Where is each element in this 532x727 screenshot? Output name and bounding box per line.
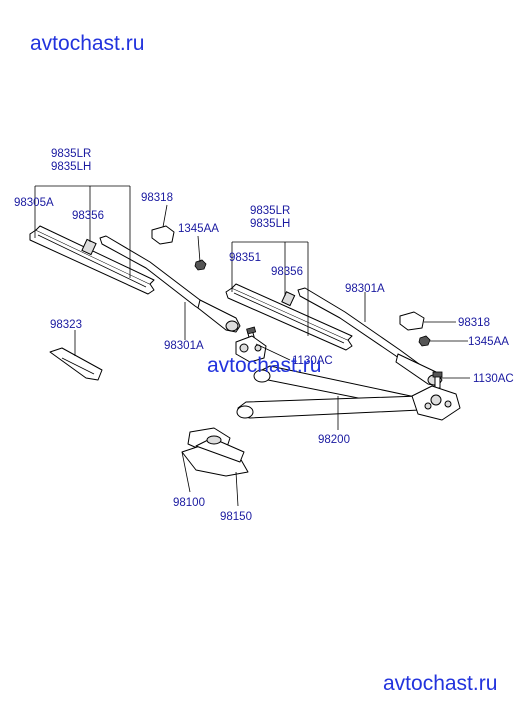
- label-1130ac-left: 1130AC: [292, 355, 333, 367]
- label-98351: 98351: [229, 252, 261, 264]
- label-98318-right: 98318: [458, 317, 490, 329]
- left-wiper-blade: [29, 225, 155, 295]
- label-98301a-left: 98301A: [164, 340, 204, 352]
- watermark-top: avtochast.ru: [30, 32, 145, 55]
- label-98356-left: 98356: [72, 210, 104, 222]
- arm-cap-right: [399, 311, 425, 331]
- label-98100: 98100: [173, 497, 205, 509]
- arm-cap-left: [151, 225, 175, 245]
- label-1345aa-right: 1345AA: [468, 336, 509, 348]
- watermark-bottom: avtochast.ru: [383, 672, 498, 695]
- leader-lines: [34, 185, 470, 507]
- right-wiper-blade: [225, 283, 353, 351]
- wiper-linkage: [235, 335, 461, 421]
- label-98318-left: 98318: [141, 192, 173, 204]
- label-9835lr-left: 9835LR: [51, 148, 91, 160]
- left-wiper-arm: [99, 235, 241, 333]
- label-98200: 98200: [318, 434, 350, 446]
- nut-left: [194, 259, 207, 271]
- label-98150: 98150: [220, 511, 252, 523]
- label-98323: 98323: [50, 319, 82, 331]
- watermark-middle: avtochast.ru: [207, 354, 322, 377]
- label-98356-right: 98356: [271, 266, 303, 278]
- label-1345aa-left: 1345AA: [178, 223, 219, 235]
- wiper-motor: [181, 427, 249, 477]
- nut-right: [418, 335, 431, 347]
- label-9835lr-right: 9835LR: [250, 205, 290, 217]
- part-labels: 9835LR 9835LH 98305A 98356 98318 1345AA …: [14, 148, 514, 523]
- label-9835lh-left: 9835LH: [51, 161, 91, 173]
- cover-98323: [49, 347, 103, 381]
- label-9835lh-right: 9835LH: [250, 218, 290, 230]
- label-98305a: 98305A: [14, 197, 54, 209]
- label-1130ac-right: 1130AC: [473, 373, 514, 385]
- label-98301a-right: 98301A: [345, 283, 385, 295]
